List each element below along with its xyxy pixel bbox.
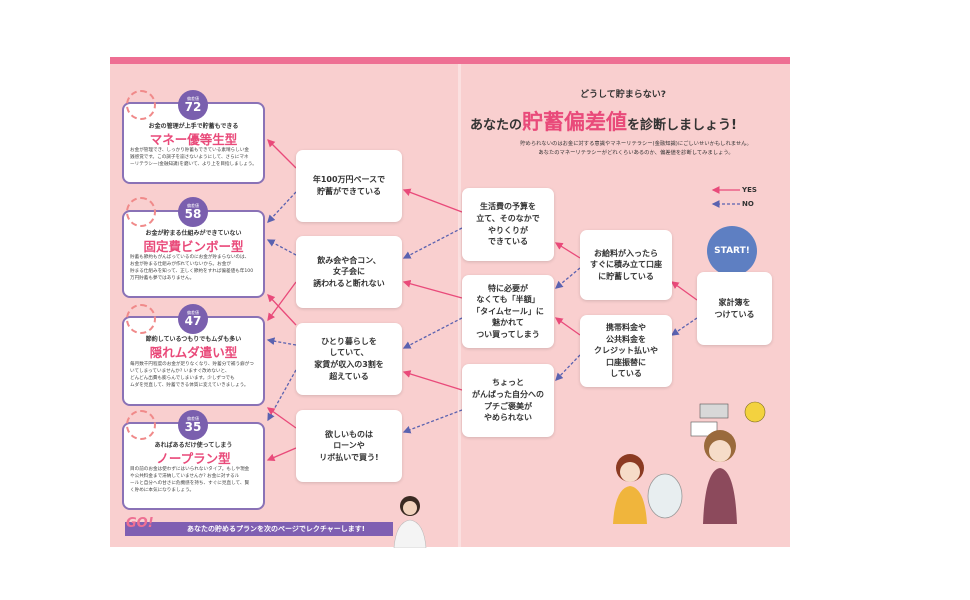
badge-score: 47	[184, 313, 202, 328]
result-title: 固定費ビンボー型	[143, 239, 244, 254]
badge-score: 58	[184, 206, 202, 221]
result-body: 毎月数千円程度のお金が足りなくなり、貯蓄分で補う癖がつ いてしまっていませんか?…	[130, 362, 254, 388]
result-body: 貯蓄も節約もがんばっているのにお金が貯まらないのは、 お金が貯まる仕組みが作れて…	[130, 255, 254, 281]
result-subtitle: お金の管理が上手で貯蓄もできる	[148, 123, 239, 130]
decor-blob	[126, 90, 156, 120]
decor-blob	[126, 410, 156, 440]
title-pre: あなたの	[470, 118, 523, 133]
question-salary: お給料が入ったら すぐに積み立て口座 に貯蓄している	[580, 230, 672, 300]
women-money-illustration	[613, 401, 766, 524]
question-loan: 欲しいものは ローンや リボ払いで買う!	[296, 410, 402, 482]
question-phone: 携帯料金や 公共料金を クレジット払いや 口座振替に している	[580, 315, 672, 387]
badge-caption: 偏差値	[187, 415, 199, 421]
result-title: マネー優等生型	[149, 132, 238, 147]
question-party: 飲み会や合コン、 女子会に 誘われると断れない	[296, 236, 402, 308]
badge-score: 35	[184, 419, 202, 434]
result-subtitle: あればあるだけ使ってしまう	[154, 442, 233, 449]
header-question: どうして貯まらない?	[580, 90, 666, 100]
decor-blob	[126, 304, 156, 334]
question-budget: 生活費の予算を 立て、そのなかで やりくりが できている	[462, 188, 554, 261]
result-body: お金が管理でき、しっかり貯蓄もできている素晴らしい金 銭感覚です。この調子を崩さ…	[130, 148, 257, 167]
title-post: を診断しましょう!	[627, 118, 737, 133]
question-reward: ちょっと がんばった自分への プチご褒美が やめられない	[462, 364, 554, 437]
result-subtitle: 節約しているつもりでもムダも多い	[145, 336, 242, 343]
legend-no: NO	[742, 200, 754, 208]
decor-blob	[126, 197, 156, 227]
page-title: あなたの貯蓄偏差値を診断しましょう!	[470, 106, 786, 136]
result-title: ノープラン型	[156, 451, 231, 466]
legend-yes: YES	[742, 186, 757, 194]
title-highlight: 貯蓄偏差値	[522, 110, 628, 134]
lead-text: 貯められないのはお金に対する意識やマネーリテラシー(金融知識)にごしいせいかもし…	[520, 141, 752, 156]
result-body: 目の前のお金は使わずにはいられないタイプ。もしや現金 や公共料金まで滞納していま…	[130, 467, 250, 493]
question-rent: ひとり暮らしを していて、 家賃が収入の3割を 超えている	[296, 323, 402, 395]
question-million: 年100万円ペースで 貯蓄ができている	[296, 150, 402, 222]
start-badge: START!	[707, 226, 757, 276]
question-sale: 特に必要が なくても「半額」 「タイムセール」に 魅かれて つい買ってしまう	[462, 275, 554, 348]
start-question: 家計簿を つけている	[697, 272, 772, 345]
woman-illustration	[393, 496, 427, 548]
page-gutter	[458, 64, 461, 547]
top-accent-bar	[110, 57, 790, 64]
score-badge: 偏差値 35	[178, 410, 208, 440]
badge-score: 72	[184, 99, 202, 114]
footer-banner: あなたの貯めるプランを次のページでレクチャーします!	[125, 522, 393, 536]
score-badge: 偏差値 47	[178, 304, 208, 334]
go-label: GO!	[126, 516, 154, 531]
score-badge: 偏差値 72	[178, 90, 208, 120]
result-title: 隠れムダ遣い型	[149, 345, 238, 360]
result-subtitle: お金が貯まる仕組みができていない	[145, 230, 242, 237]
badge-caption: 偏差値	[187, 202, 199, 208]
score-badge: 偏差値 58	[178, 197, 208, 227]
badge-caption: 偏差値	[187, 309, 199, 315]
badge-caption: 偏差値	[187, 95, 199, 101]
